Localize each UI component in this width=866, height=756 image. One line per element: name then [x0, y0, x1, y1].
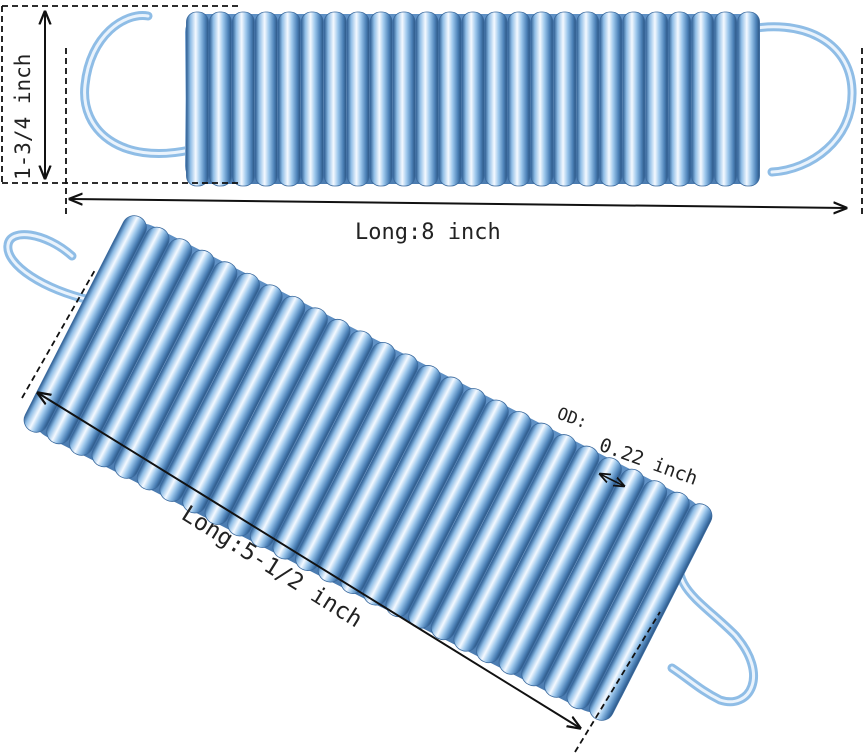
coil: [346, 11, 370, 187]
coil: [507, 11, 531, 187]
od-arrow: [600, 474, 624, 486]
coil: [300, 11, 324, 187]
coil: [186, 11, 209, 187]
coil: [553, 11, 577, 187]
coil: [277, 11, 301, 187]
length-bottom-right-tick: [574, 611, 661, 753]
coil: [589, 503, 713, 721]
length-bottom-left-tick: [21, 269, 96, 399]
coil: [668, 11, 692, 187]
coil: [254, 11, 278, 187]
coil: [415, 11, 439, 187]
coil: [23, 215, 147, 433]
diameter-label: 1-3/4 inch: [11, 54, 35, 180]
coil: [691, 11, 715, 187]
coil: [323, 11, 347, 187]
coil: [231, 11, 255, 187]
coil: [622, 11, 646, 187]
coil: [599, 11, 623, 187]
coil: [484, 11, 508, 187]
length-top-label: Long:8 inch: [355, 220, 501, 245]
od-prefix-label: OD:: [554, 404, 590, 433]
length-bottom-arrow: [38, 393, 580, 728]
coil: [209, 11, 232, 187]
top-spring: [80, 11, 857, 187]
coil: [530, 11, 554, 187]
coil: [576, 11, 600, 187]
coil: [461, 11, 485, 187]
coil: [392, 11, 416, 187]
length-top-arrow: [70, 199, 846, 208]
coil: [645, 11, 669, 187]
coil: [369, 11, 393, 187]
coil: [737, 11, 760, 187]
dimension-lines: [1, 5, 863, 753]
coil: [714, 11, 737, 187]
coil: [438, 11, 462, 187]
